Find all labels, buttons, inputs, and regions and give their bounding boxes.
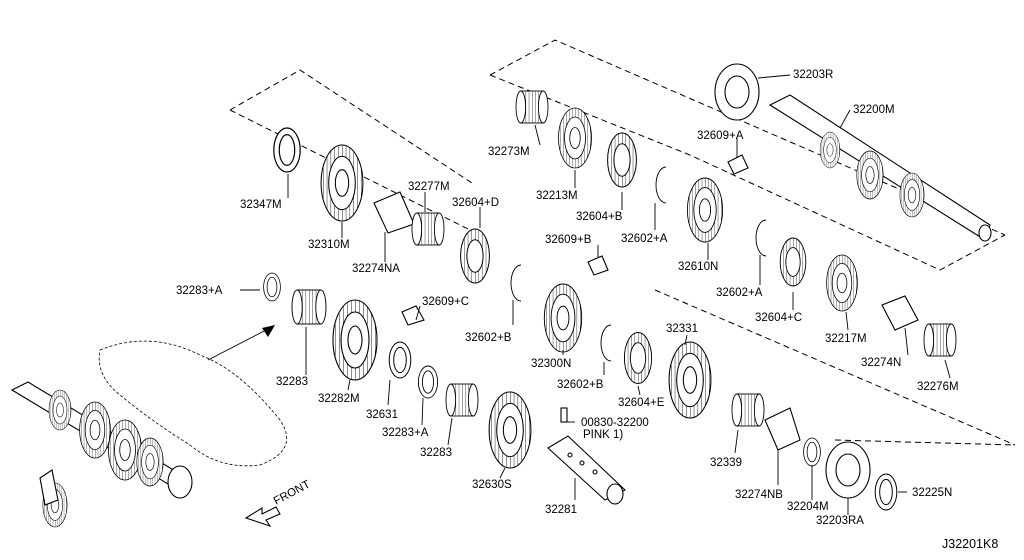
snap-ring-32602A-mid[interactable] [755,219,767,257]
assembly-direction-arrow [207,325,275,361]
gear-32217M[interactable] [826,254,858,312]
key-32609A[interactable] [727,154,749,175]
label-32274NA[interactable]: 32274NA [352,263,400,275]
label-32276M[interactable]: 32276M [917,381,959,393]
gear-32213M[interactable] [558,107,592,169]
mainshaft-32200M[interactable] [768,94,992,242]
label-32204M[interactable]: 32204M [787,501,829,513]
label-32604D[interactable]: 32604+D [452,197,499,209]
label-32203RA[interactable]: 32203RA [816,515,864,527]
label-32609B[interactable]: 32609+B [545,234,592,246]
label-32277M[interactable]: 32277M [408,181,450,193]
bushing-32274NA[interactable] [373,191,415,234]
gear-32282M[interactable] [332,299,378,381]
needle-bearing-32283-mid[interactable] [445,383,479,417]
washer-32283A-mid[interactable] [417,365,439,399]
needle-bearing-32276M[interactable] [923,323,957,357]
gear-32331[interactable] [668,341,712,419]
label-32283A-left[interactable]: 32283+A [176,285,223,297]
bearing-32203R[interactable] [714,63,760,121]
label-32347M[interactable]: 32347M [240,199,282,211]
bearing-32203RA[interactable] [825,441,871,499]
gear-32610N[interactable] [686,177,724,243]
label-32310M[interactable]: 32310M [308,239,350,251]
needle-bearing-32339[interactable] [731,393,765,427]
needle-bearing-32277M[interactable] [411,212,445,246]
label-32283-left[interactable]: 32283 [276,376,308,388]
needle-bearing-32283-left[interactable] [291,289,327,325]
label-32203R[interactable]: 32203R [793,69,833,81]
label-32283-mid[interactable]: 32283 [420,447,452,459]
synchro-hub-32604C[interactable] [779,237,807,287]
snap-ring-32602B-left[interactable] [510,264,522,302]
key-32609C[interactable] [401,305,425,326]
label-32331[interactable]: 32331 [666,323,698,335]
label-32281[interactable]: 32281 [545,504,577,516]
label-00830-32200[interactable]: 00830-32200 [581,417,649,429]
front-label: FRONT [272,478,313,507]
label-32604E[interactable]: 32604+E [618,397,665,409]
label-32225N[interactable]: 32225N [912,487,952,499]
synchro-hub-32604B-top[interactable] [607,132,637,188]
reverse-idler-shaft-32281[interactable] [547,435,626,505]
synchro-hub-32604E[interactable] [623,332,653,384]
label-32609A-top[interactable]: 32609+A [697,130,744,142]
label-32604C[interactable]: 32604+C [755,312,802,324]
label-32274N[interactable]: 32274N [861,357,901,369]
synchro-hub-32604D[interactable] [460,228,490,284]
needle-bearing-32273M[interactable] [515,90,549,124]
assembled-synchro[interactable] [39,469,68,528]
washer-32204M[interactable] [803,437,821,467]
label-32200M[interactable]: 32200M [853,104,895,116]
spacer-32631[interactable] [388,341,412,379]
label-32273M[interactable]: 32273M [488,146,530,158]
label-32274NB[interactable]: 32274NB [735,489,783,501]
label-32213M[interactable]: 32213M [536,190,578,202]
front-arrow-icon [244,506,281,528]
label-32609C[interactable]: 32609+C [422,296,469,308]
pin-00830-32200[interactable] [560,407,568,423]
label-32217M[interactable]: 32217M [825,333,867,345]
label-32602A-top[interactable]: 32602+A [621,233,668,245]
label-32631[interactable]: 32631 [366,409,398,421]
gear-32630S[interactable] [488,391,532,469]
label-32602B-left[interactable]: 32602+B [465,332,512,344]
leader-lines [240,74,951,515]
bushing-32274N[interactable] [881,295,919,331]
label-32339[interactable]: 32339 [710,457,742,469]
gear-32310M[interactable] [320,144,364,222]
label-32283A-mid[interactable]: 32283+A [382,427,429,439]
washer-32225N[interactable] [874,473,898,511]
label-32630S[interactable]: 32630S [472,479,512,491]
label-32282M[interactable]: 32282M [318,393,360,405]
snap-ring-32602B-mid[interactable] [600,324,612,362]
label-32610N[interactable]: 32610N [678,261,718,273]
snap-ring-32602A-top[interactable] [655,166,667,204]
thrust-washer-32347M[interactable] [273,127,301,173]
label-32300N[interactable]: 32300N [531,358,571,370]
bushing-32274NB[interactable] [764,407,801,451]
label-32604B-top[interactable]: 32604+B [576,211,623,223]
washer-32283A-left[interactable] [263,272,281,302]
key-32609B[interactable] [587,255,609,276]
label-32602A-mid[interactable]: 32602+A [716,287,763,299]
diagram-code: J32201K8 [942,537,998,551]
pink-note: PINK 1) [583,429,623,441]
gear-32300N[interactable] [543,283,583,353]
assembled-mainshaft[interactable] [10,381,193,499]
label-32602B-mid[interactable]: 32602+B [557,379,604,391]
